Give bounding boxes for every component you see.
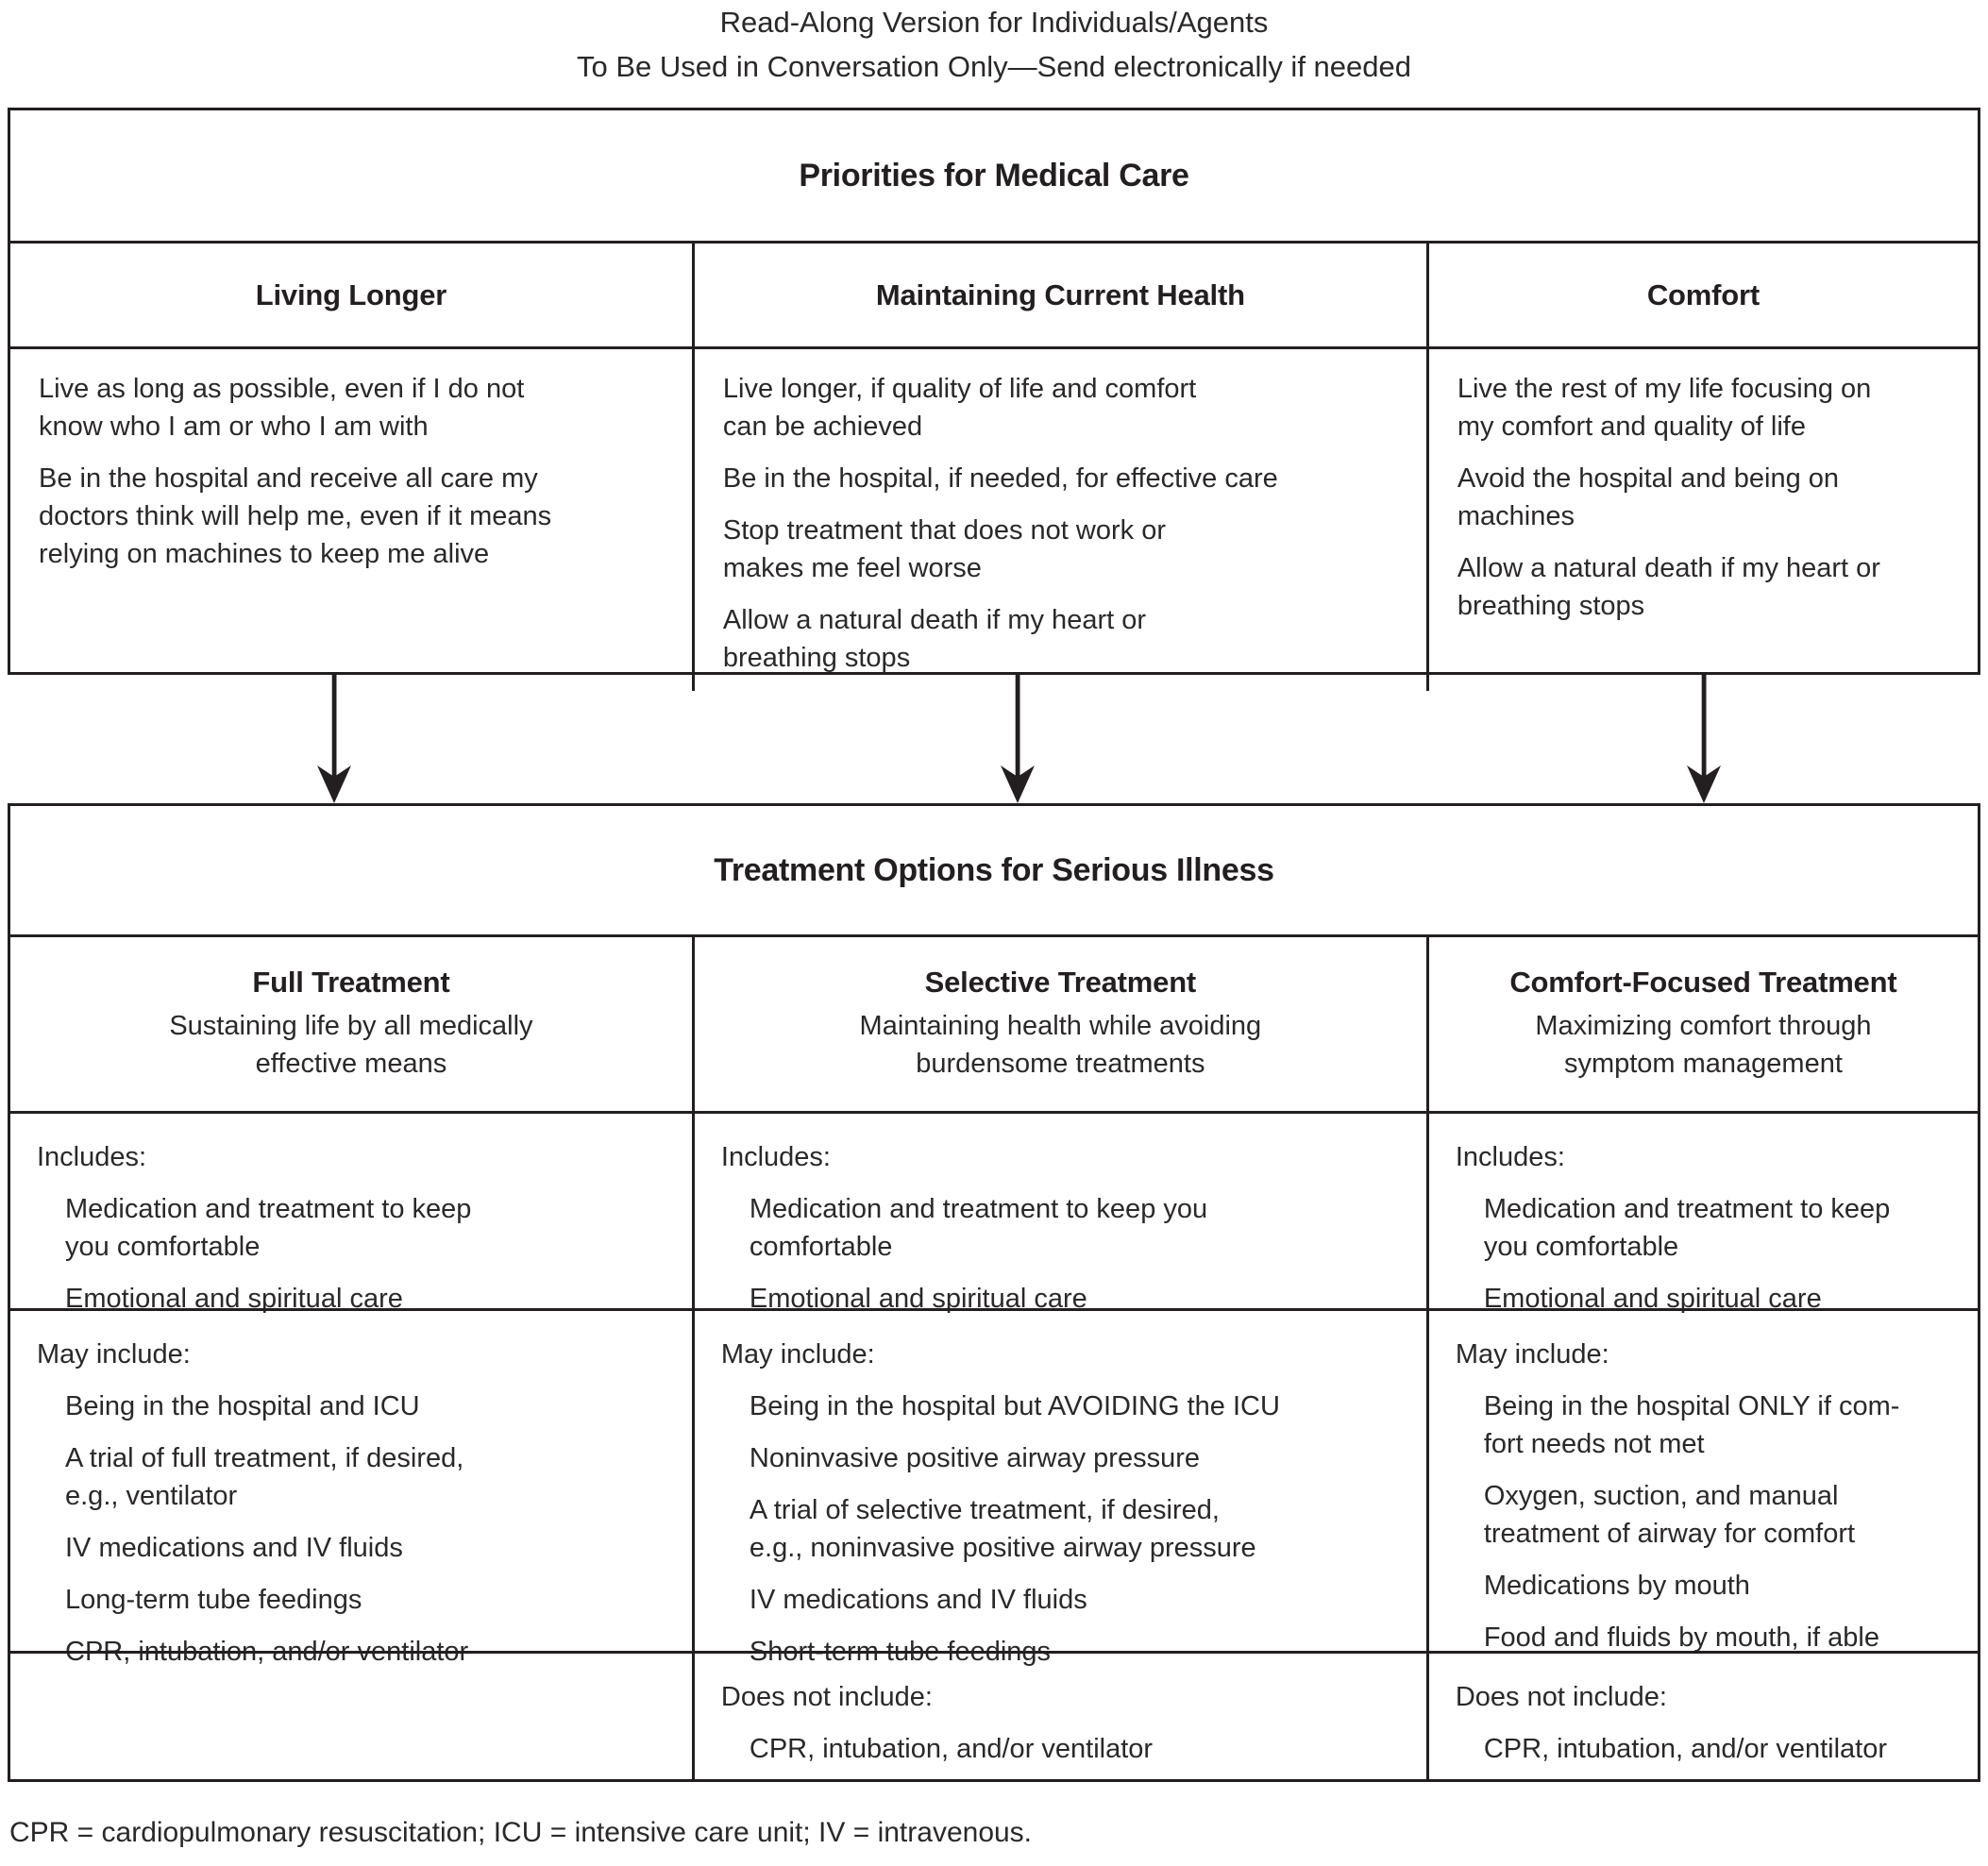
does-not-include-label: Does not include: [1455,1682,1667,1712]
column-header-comfort: Comfort [1425,244,1978,346]
column-header-label: Comfort-Focused Treatment [1509,966,1897,999]
treatment-table: Treatment Options for Serious Illness Fu… [8,803,1980,1782]
may-include-item: Being in the hospital and ICU [65,1391,420,1421]
header-line-2: To Be Used in Conversation Only—Send ele… [577,50,1411,83]
column-header-label: Full Treatment [252,966,450,999]
treatment-title-row: Treatment Options for Serious Illness [10,806,1978,934]
does-not-include-label: Does not include: [720,1682,933,1712]
may-include-label: May include: [37,1339,191,1370]
column-header-comfort-focused-treatment: Comfort-Focused Treatment Maximizing com… [1425,937,1978,1111]
treatment-table-title: Treatment Options for Serious Illness [714,851,1274,888]
comfort-focused-does-not-include-cell: Does not include: CPR, intubation, and/o… [1425,1654,1978,1782]
priority-item: Stop treatment that does not work or mak… [722,515,1166,583]
living-longer-cell: Live as long as possible, even if I do n… [10,349,692,691]
priority-item: Be in the hospital, if needed, for effec… [722,463,1278,494]
may-include-item: Food and fluids by mouth, if able [1483,1622,1879,1653]
may-include-item: A trial of selective treatment, if desir… [749,1495,1256,1563]
includes-label: Includes: [1455,1142,1565,1172]
may-include-item: Oxygen, suction, and manual treatment of… [1483,1481,1856,1549]
does-not-include-item: CPR, intubation, and/or ventilator [1483,1734,1888,1764]
full-treatment-includes-cell: Includes: Medication and treatment to ke… [10,1114,692,1314]
may-include-item: Long-term tube feedings [65,1585,362,1615]
full-treatment-empty-cell [10,1654,692,1782]
may-include-item: Being in the hospital ONLY if com- fort … [1483,1391,1900,1459]
may-include-label: May include: [1455,1339,1609,1370]
column-header-label: Living Longer [255,277,447,311]
does-not-include-item: CPR, intubation, and/or ventilator [749,1734,1154,1764]
may-include-item: Being in the hospital but AVOIDING the I… [749,1391,1280,1421]
column-subtitle: Maximizing comfort through symptom manag… [1535,1011,1872,1079]
priorities-header-row: Living Longer Maintaining Current Health… [10,241,1978,346]
priority-item: Live as long as possible, even if I do n… [39,374,525,442]
down-arrow-icon [313,675,355,803]
may-include-row: May include: Being in the hospital and I… [10,1308,1978,1667]
does-not-include-row: Does not include: CPR, intubation, and/o… [10,1651,1978,1782]
includes-item: Medication and treatment to keep you com… [65,1194,472,1262]
column-header-full-treatment: Full Treatment Sustaining life by all me… [10,937,692,1111]
priorities-title-row: Priorities for Medical Care [10,110,1978,241]
down-arrow-icon [1683,675,1725,803]
priority-item: Allow a natural death if my heart or bre… [722,605,1147,673]
includes-item: Medication and treatment to keep you com… [1483,1194,1891,1262]
down-arrow-icon [997,675,1038,803]
column-header-label: Maintaining Current Health [875,277,1245,311]
full-treatment-may-include-cell: May include: Being in the hospital and I… [10,1311,692,1667]
column-header-label: Selective Treatment [924,966,1197,999]
column-subtitle: Sustaining life by all medically effecti… [169,1011,533,1079]
includes-label: Includes: [37,1142,147,1172]
may-include-item: Noninvasive positive airway pressure [749,1443,1200,1473]
column-header-label: Comfort [1646,277,1760,311]
priorities-table-title: Priorities for Medical Care [799,157,1189,193]
may-include-item: IV medications and IV fluids [65,1533,403,1563]
priority-item: Be in the hospital and receive all care … [39,463,552,569]
comfort-cell: Live the rest of my life focusing on my … [1425,349,1978,691]
includes-item: Medication and treatment to keep you com… [749,1194,1208,1262]
priorities-body-row: Live as long as possible, even if I do n… [10,346,1978,691]
abbreviation-key: CPR = cardiopulmonary resuscitation; ICU… [9,1817,1033,1848]
priority-item: Live the rest of my life focusing on my … [1457,374,1872,442]
maintaining-current-health-cell: Live longer, if quality of life and comf… [691,349,1426,691]
may-include-item: IV medications and IV fluids [749,1585,1087,1615]
column-header-selective-treatment: Selective Treatment Maintaining health w… [691,937,1426,1111]
selective-treatment-does-not-include-cell: Does not include: CPR, intubation, and/o… [691,1654,1426,1782]
column-header-living-longer: Living Longer [10,244,692,346]
includes-label: Includes: [720,1142,831,1172]
column-header-maintaining-current-health: Maintaining Current Health [691,244,1426,346]
priority-item: Allow a natural death if my heart or bre… [1457,553,1880,621]
column-subtitle: Maintaining health while avoiding burden… [859,1011,1262,1079]
comfort-focused-may-include-cell: May include: Being in the hospital ONLY … [1425,1311,1978,1653]
priorities-table: Priorities for Medical Care Living Longe… [8,108,1980,691]
selective-treatment-may-include-cell: May include: Being in the hospital but A… [691,1311,1426,1667]
selective-treatment-includes-cell: Includes: Medication and treatment to ke… [691,1114,1426,1314]
priority-item: Live longer, if quality of life and comf… [722,374,1197,442]
document-header: Read-Along Version for Individuals/Agent… [0,0,1988,89]
priority-item: Avoid the hospital and being on machines [1457,463,1840,531]
treatment-header-row: Full Treatment Sustaining life by all me… [10,934,1978,1111]
may-include-item: A trial of full treatment, if desired, e… [65,1443,464,1511]
includes-row: Includes: Medication and treatment to ke… [10,1111,1978,1314]
header-line-1: Read-Along Version for Individuals/Agent… [719,6,1269,39]
may-include-label: May include: [720,1339,875,1370]
may-include-item: Medications by mouth [1483,1571,1750,1601]
comfort-focused-includes-cell: Includes: Medication and treatment to ke… [1425,1114,1978,1314]
